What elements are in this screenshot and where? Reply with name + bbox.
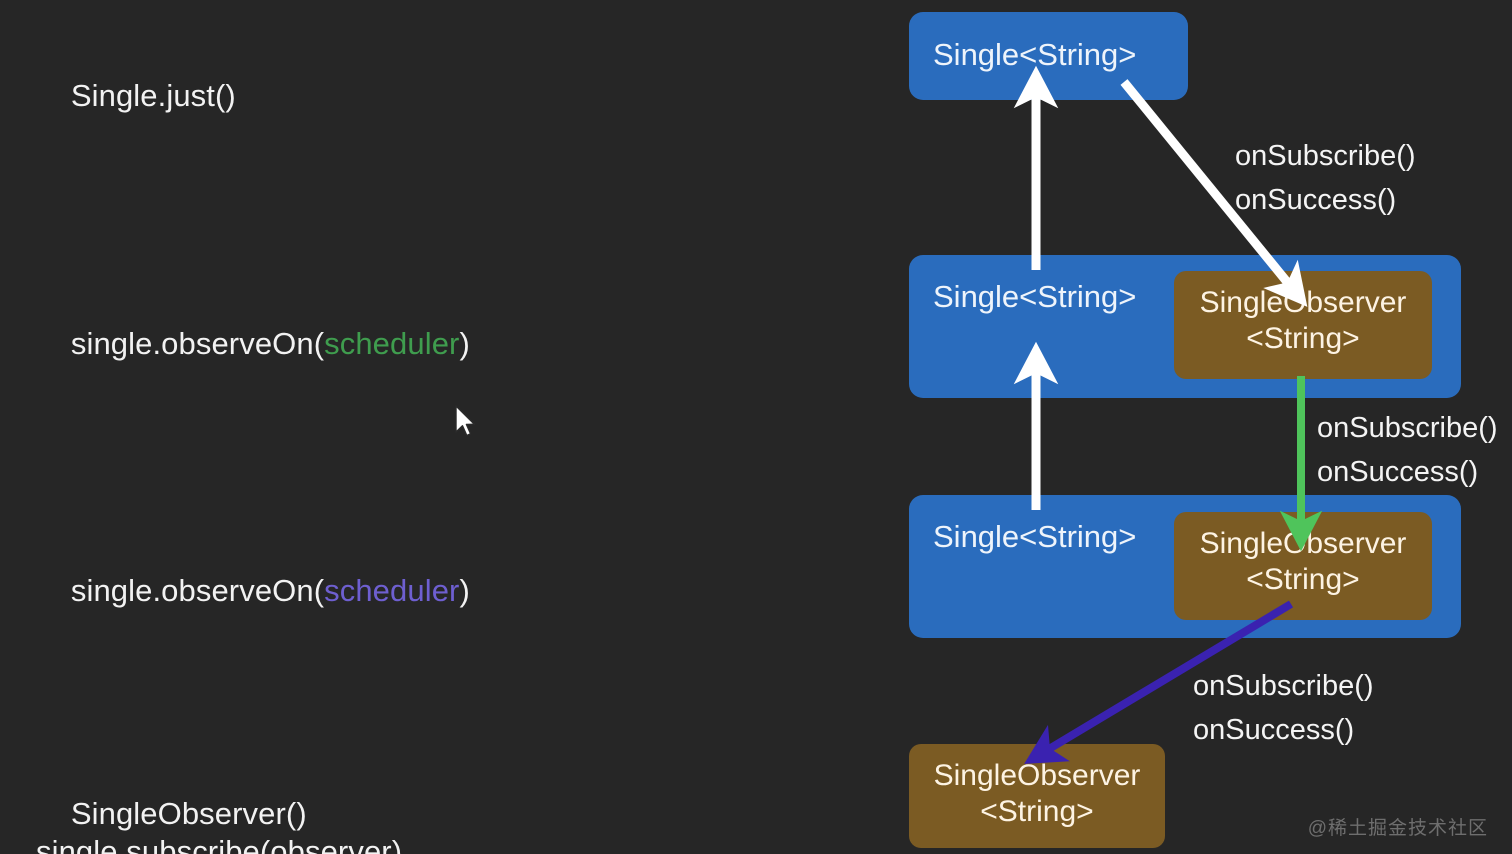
code-label-suffix: ) — [459, 573, 470, 608]
code-label-subscribe: SingleObserver() single.subscribe(observ… — [36, 757, 402, 854]
observer-box-middle: SingleObserver <String> — [1174, 271, 1432, 379]
code-arg-scheduler: scheduler — [324, 326, 460, 361]
code-label-text: Single.just() — [70, 78, 236, 113]
watermark: @稀土掘金技术社区 — [1307, 818, 1488, 839]
code-label-suffix: ) — [459, 326, 470, 361]
callout-onsubscribe-onsuccess-green: onSubscribe() onSuccess() — [1317, 412, 1498, 488]
callout-onsubscribe-onsuccess-purple: onSubscribe() onSuccess() — [1193, 670, 1374, 746]
single-box-title: Single<String> — [933, 279, 1137, 314]
code-label-single-just: Single.just() — [36, 39, 236, 153]
code-label-text: single.observeOn( — [70, 573, 325, 608]
single-box-title: Single<String> — [933, 37, 1137, 72]
observer-box-bottom: SingleObserver <String> — [909, 744, 1165, 848]
code-label-observe-on-green: single.observeOn(scheduler) — [36, 287, 470, 401]
callout-onsubscribe-onsuccess-white: onSubscribe() onSuccess() — [1235, 140, 1416, 216]
code-label-text: SingleObserver() single.subscribe(observ… — [36, 796, 403, 854]
single-box-title: Single<String> — [933, 519, 1137, 554]
code-arg-scheduler: scheduler — [324, 573, 460, 608]
mouse-cursor — [455, 405, 476, 437]
code-label-text: single.observeOn( — [70, 326, 325, 361]
observer-box-lower: SingleObserver <String> — [1174, 512, 1432, 620]
single-box-top: Single<String> — [909, 12, 1188, 100]
code-label-observe-on-purple: single.observeOn(scheduler) — [36, 534, 470, 648]
